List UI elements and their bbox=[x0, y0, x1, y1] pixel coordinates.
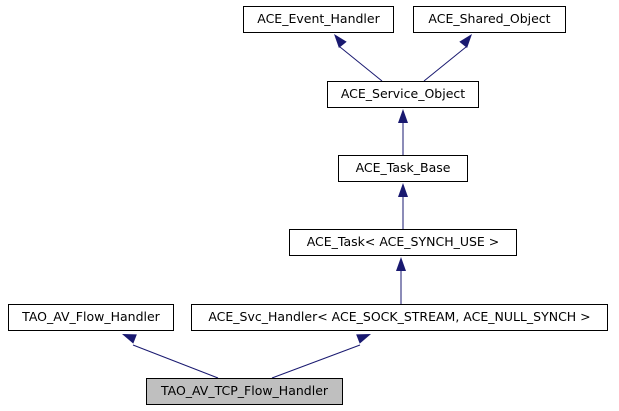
class-node-label: TAO_AV_Flow_Handler bbox=[22, 309, 160, 325]
inheritance-arrowhead-icon bbox=[398, 183, 408, 197]
class-node-ace_svc_handler[interactable]: ACE_Svc_Handler< ACE_SOCK_STREAM, ACE_NU… bbox=[191, 304, 608, 331]
edge-service-to-shared bbox=[423, 34, 472, 82]
inheritance-arrowhead-icon bbox=[396, 257, 406, 271]
inheritance-line bbox=[423, 46, 467, 82]
class-node-label: ACE_Task_Base bbox=[355, 160, 451, 176]
inheritance-arrowhead-icon bbox=[334, 34, 347, 49]
inheritance-arrowhead-icon bbox=[459, 34, 472, 49]
edge-tcpflow-to-svchandler bbox=[271, 334, 371, 379]
class-node-label: ACE_Event_Handler bbox=[257, 11, 380, 27]
class-node-label: TAO_AV_TCP_Flow_Handler bbox=[160, 383, 329, 399]
class-node-tao_av_tcp_flow_handler[interactable]: TAO_AV_TCP_Flow_Handler bbox=[146, 378, 343, 405]
edge-task-to-taskbase bbox=[398, 183, 408, 229]
edge-tcpflow-to-flowhandler bbox=[122, 334, 219, 379]
class-node-label: ACE_Svc_Handler< ACE_SOCK_STREAM, ACE_NU… bbox=[208, 309, 591, 325]
class-node-ace_task_base[interactable]: ACE_Task_Base bbox=[338, 155, 468, 182]
edge-taskbase-to-service bbox=[398, 109, 408, 155]
edge-svchandler-to-task bbox=[396, 257, 406, 304]
class-node-tao_av_flow_handler[interactable]: TAO_AV_Flow_Handler bbox=[8, 304, 174, 331]
class-node-ace_shared_object[interactable]: ACE_Shared_Object bbox=[413, 6, 566, 33]
inheritance-line bbox=[132, 344, 219, 379]
class-node-ace_event_handler[interactable]: ACE_Event_Handler bbox=[243, 6, 394, 33]
inheritance-arrowhead-icon bbox=[356, 334, 371, 344]
edge-service-to-event bbox=[334, 34, 383, 82]
class-node-label: ACE_Shared_Object bbox=[428, 11, 551, 27]
inheritance-arrowhead-icon bbox=[398, 109, 408, 123]
class-node-ace_task_synch[interactable]: ACE_Task< ACE_SYNCH_USE > bbox=[289, 229, 517, 256]
class-node-ace_service_object[interactable]: ACE_Service_Object bbox=[327, 81, 479, 108]
class-node-label: ACE_Service_Object bbox=[340, 86, 466, 102]
inheritance-arrowhead-icon bbox=[122, 334, 137, 344]
inheritance-line bbox=[339, 46, 383, 82]
inheritance-line bbox=[271, 344, 361, 379]
class-node-label: ACE_Task< ACE_SYNCH_USE > bbox=[306, 234, 500, 250]
